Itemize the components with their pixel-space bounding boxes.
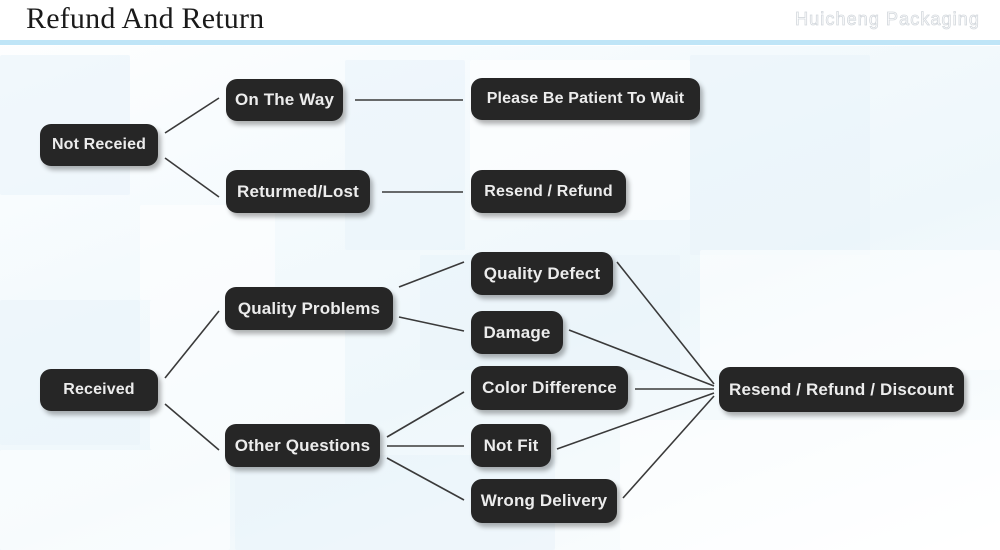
node-not-received[interactable]: Not Receied (40, 124, 158, 166)
node-label: Not Receied (51, 136, 147, 153)
edge-received-to-quality-problems (164, 310, 220, 379)
bg-block (620, 420, 1000, 550)
edge-quality-defect-to-resend-refund-discount (616, 261, 715, 385)
edge-not-fit-to-resend-refund-discount (556, 392, 715, 450)
node-label: Resend / Refund (484, 182, 613, 200)
node-received[interactable]: Received (40, 369, 158, 411)
node-damage[interactable]: Damage (471, 311, 563, 354)
bg-block (0, 450, 230, 550)
slide-header: Refund And Return Huicheng Packaging (0, 0, 1000, 46)
node-label: Damage (483, 322, 551, 342)
node-label: Quality Defect (483, 263, 601, 283)
node-label: Resend / Refund / Discount (729, 379, 954, 399)
header-divider (0, 40, 1000, 45)
node-wrong-delivery[interactable]: Wrong Delivery (471, 479, 617, 523)
node-please-wait[interactable]: Please Be Patient To Wait (471, 78, 700, 120)
node-label: Returmed/Lost (237, 181, 359, 201)
node-label: Quality Problems (237, 298, 381, 318)
node-label: Color Difference (482, 378, 617, 397)
node-returned-lost[interactable]: Returmed/Lost (226, 170, 370, 213)
node-label: On The Way (234, 90, 335, 109)
edge-other-questions-to-wrong-delivery (386, 457, 465, 501)
bg-block (345, 60, 465, 250)
node-label: Received (63, 381, 135, 398)
node-color-difference[interactable]: Color Difference (471, 366, 628, 410)
bg-block (700, 250, 1000, 370)
node-label: Other Questions (234, 435, 371, 455)
edge-not-received-to-on-the-way (164, 97, 220, 134)
bg-block (140, 205, 275, 300)
edge-quality-problems-to-quality-defect (398, 261, 465, 288)
node-resend-refund-discount[interactable]: Resend / Refund / Discount (719, 367, 964, 412)
node-quality-problems[interactable]: Quality Problems (225, 287, 393, 330)
brand-watermark: Huicheng Packaging (795, 9, 980, 30)
node-on-the-way[interactable]: On The Way (226, 79, 343, 121)
edge-not-received-to-returned-lost (164, 157, 220, 198)
page-title: Refund And Return (26, 2, 265, 35)
bg-block (690, 55, 870, 255)
node-resend-refund[interactable]: Resend / Refund (471, 170, 626, 213)
node-label: Not Fit (483, 435, 539, 455)
edge-received-to-other-questions (164, 403, 220, 451)
node-not-fit[interactable]: Not Fit (471, 424, 551, 467)
node-label: Wrong Delivery (480, 491, 608, 510)
edge-other-questions-to-color-difference (386, 391, 465, 438)
node-other-questions[interactable]: Other Questions (225, 424, 380, 467)
edge-quality-problems-to-damage (398, 316, 465, 332)
node-quality-defect[interactable]: Quality Defect (471, 252, 613, 295)
node-label: Please Be Patient To Wait (486, 90, 685, 107)
edge-damage-to-resend-refund-discount (568, 329, 715, 387)
edge-wrong-delivery-to-resend-refund-discount (622, 395, 715, 499)
